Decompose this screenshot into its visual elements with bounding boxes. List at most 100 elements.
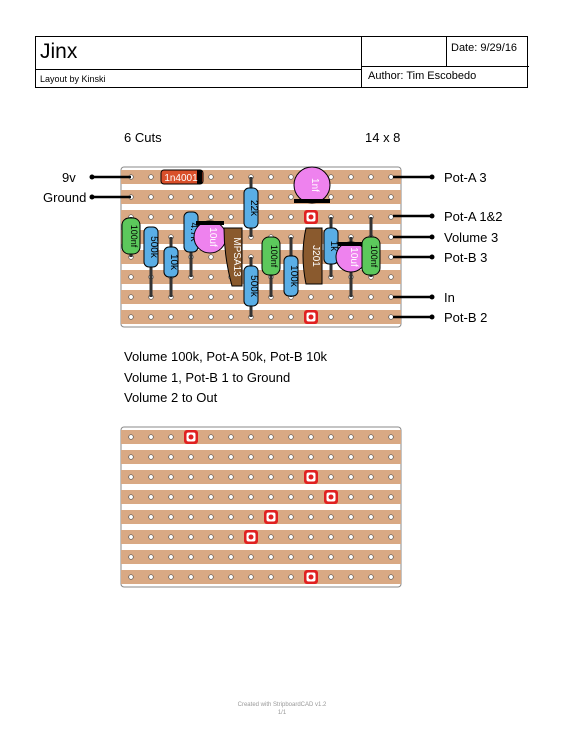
- strip-hole: [268, 474, 274, 480]
- title-block-divider: [36, 69, 361, 70]
- strip-hole: [288, 314, 294, 320]
- strip-hole: [168, 314, 174, 320]
- strip-hole: [368, 554, 374, 560]
- strip-hole: [388, 574, 394, 580]
- strip-hole: [168, 554, 174, 560]
- strip-hole: [308, 434, 314, 440]
- track-cut-dot: [308, 214, 314, 220]
- strip-hole: [268, 554, 274, 560]
- strip-hole: [208, 454, 214, 460]
- cap-1nf-label: 1nf: [309, 178, 320, 192]
- strip-hole: [368, 434, 374, 440]
- strip-hole: [248, 454, 254, 460]
- cap-100nf-left-label: 100nf: [129, 225, 139, 248]
- strip-hole: [388, 174, 394, 180]
- strip-hole: [328, 454, 334, 460]
- title-block: Jinx Layout by Kinski Date: 9/29/16 Auth…: [35, 36, 529, 88]
- copper-strip: [121, 430, 401, 444]
- copper-strip: [121, 310, 401, 324]
- strip-hole: [348, 514, 354, 520]
- strip-hole: [228, 214, 234, 220]
- strip-hole: [228, 494, 234, 500]
- resistor-500k-a: [143, 226, 159, 268]
- copper-strip: [121, 270, 401, 284]
- copper-strip: [121, 490, 401, 504]
- strip-hole: [328, 534, 334, 540]
- strip-hole: [168, 514, 174, 520]
- strip-hole: [328, 554, 334, 560]
- strip-hole: [268, 194, 274, 200]
- strip-hole: [148, 314, 154, 320]
- strip-hole: [328, 294, 334, 300]
- resistor-500k-b-label: 500k: [248, 275, 259, 298]
- strip-hole: [288, 434, 294, 440]
- strip-hole: [288, 214, 294, 220]
- copper-strip: [121, 190, 401, 204]
- strip-hole: [368, 194, 374, 200]
- strip-hole: [168, 474, 174, 480]
- strip-hole: [148, 214, 154, 220]
- strip-hole: [328, 174, 334, 180]
- strip-hole: [228, 474, 234, 480]
- resistor-4-7k-label: 4.7k: [188, 223, 199, 243]
- strip-hole: [268, 574, 274, 580]
- strip-hole: [168, 574, 174, 580]
- strip-hole: [128, 514, 134, 520]
- strip-hole: [208, 474, 214, 480]
- strip-hole: [188, 294, 194, 300]
- cap-10uf-left-stripe: [196, 221, 224, 225]
- strip-hole: [348, 574, 354, 580]
- note-line: Volume 2 to Out: [124, 390, 218, 405]
- strip-hole: [208, 254, 214, 260]
- strip-hole: [208, 554, 214, 560]
- copper-strip: [121, 290, 401, 304]
- strip-hole: [208, 534, 214, 540]
- strip-hole: [128, 494, 134, 500]
- components: 1n4001 1nf 22k 100nf 500k 10k 4.7k 10uf …: [121, 166, 381, 307]
- strip-hole: [128, 294, 134, 300]
- strip-hole: [128, 554, 134, 560]
- resistor-100k-label: 100k: [288, 265, 299, 288]
- strip-hole: [388, 314, 394, 320]
- strip-hole: [308, 494, 314, 500]
- strip-hole: [148, 494, 154, 500]
- strip-hole: [228, 314, 234, 320]
- strip-hole: [328, 514, 334, 520]
- transistor-mpsa13-label: MPSA13: [231, 237, 242, 277]
- strip-hole: [308, 534, 314, 540]
- strip-hole: [388, 434, 394, 440]
- strip-hole: [288, 534, 294, 540]
- strip-hole: [228, 574, 234, 580]
- copper-strip: [121, 450, 401, 464]
- strip-hole: [188, 534, 194, 540]
- cap-10uf-right-stripe: [338, 242, 364, 246]
- strip-hole: [208, 294, 214, 300]
- strip-hole: [328, 474, 334, 480]
- strip-hole: [388, 514, 394, 520]
- strip-hole: [208, 194, 214, 200]
- strip-hole: [348, 474, 354, 480]
- offboard-wires: [89, 174, 435, 320]
- strip-hole: [368, 534, 374, 540]
- strip-hole: [388, 194, 394, 200]
- author-label: Author: Tim Escobedo: [368, 70, 477, 82]
- strip-hole: [348, 194, 354, 200]
- wire-label-9v: 9v: [62, 170, 76, 185]
- track-cut-dot: [248, 534, 254, 540]
- strip-hole: [388, 254, 394, 260]
- transistor-mpsa13: [223, 227, 243, 287]
- strip-hole: [188, 474, 194, 480]
- strip-hole: [248, 554, 254, 560]
- strip-hole: [268, 494, 274, 500]
- strip-hole: [228, 294, 234, 300]
- strip-hole: [208, 314, 214, 320]
- strip-hole: [208, 214, 214, 220]
- wire-label-pot-b-3: Pot-B 3: [444, 250, 488, 265]
- strip-hole: [148, 434, 154, 440]
- strip-hole: [228, 554, 234, 560]
- strip-hole: [128, 534, 134, 540]
- cap-100nf-mid: [261, 236, 281, 276]
- strip-hole: [328, 574, 334, 580]
- strip-hole: [288, 474, 294, 480]
- title-block-divider: [446, 37, 447, 66]
